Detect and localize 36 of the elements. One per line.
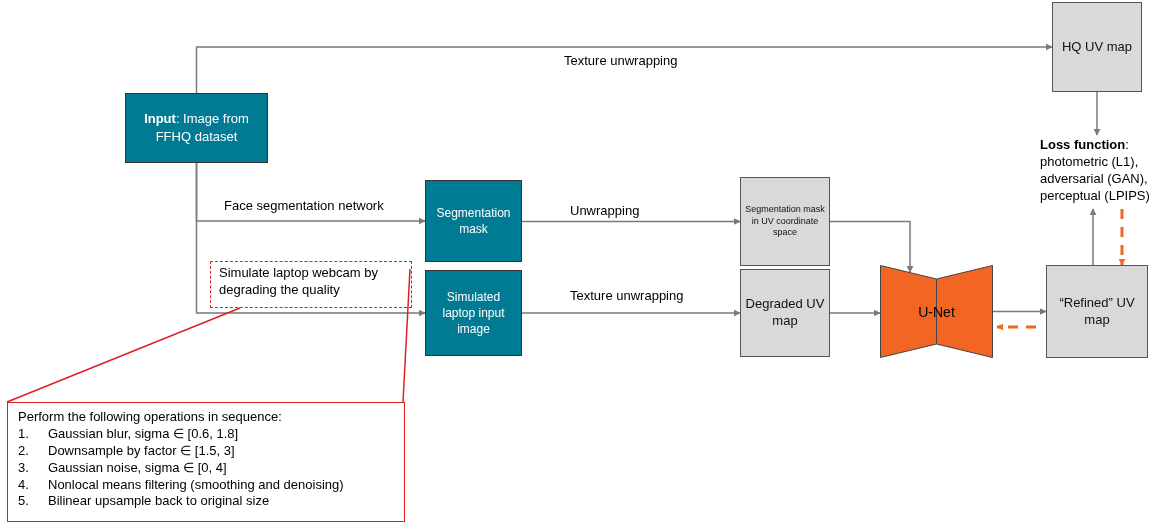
arrow — [1093, 91, 1101, 136]
edge-label: Texture unwrapping — [568, 288, 686, 303]
process-box: Segmentation mask — [425, 180, 522, 262]
process-box: HQ UV map — [1052, 2, 1142, 92]
list-item: 3. Gaussian noise, sigma ∈ [0, 4] — [18, 459, 227, 477]
arrow — [195, 43, 1053, 94]
detail-box — [7, 402, 405, 522]
list-item: 2. Downsample by factor ∈ [1.5, 3] — [18, 442, 235, 460]
annotation-text: Simulate laptop webcam by degrading the quality — [219, 265, 379, 299]
annotation-box — [210, 261, 412, 308]
loss-terms: photometric (L1), adversarial (GAN), perceptual (LPIPS) — [1040, 154, 1151, 205]
edge-label: Unwrapping — [568, 203, 642, 218]
arrow — [829, 309, 881, 317]
arrow — [829, 220, 914, 273]
arrow — [1089, 208, 1097, 266]
loss-heading: Loss function: — [1040, 137, 1129, 155]
list-item: 5. Bilinear upsample back to original size — [18, 493, 270, 511]
process-box: “Refined” UV map — [1046, 265, 1148, 358]
arrow — [996, 323, 1036, 331]
process-box: Input: Image from FFHQ dataset — [125, 93, 268, 163]
network-shape — [880, 265, 993, 358]
arrow — [521, 309, 741, 317]
list-heading: Perform the following operations in sequence: — [18, 409, 282, 426]
list-item: 1. Gaussian blur, sigma ∈ [0.6, 1.8] — [18, 425, 239, 443]
process-box: Segmentation mask in UV coordinate space — [740, 177, 830, 266]
process-box: Degraded UV map — [740, 269, 830, 357]
arrow — [992, 308, 1047, 315]
leader-line — [6, 307, 241, 403]
arrow — [1118, 209, 1126, 266]
arrow — [195, 162, 426, 317]
process-box: Simulated laptop input image — [425, 270, 522, 356]
edge-label: Texture unwrapping — [562, 53, 680, 68]
arrow — [521, 218, 741, 225]
list-item: 4. Nonlocal means filtering (smoothing and denoising) — [18, 476, 344, 494]
leader-line — [402, 268, 411, 403]
edge-label: Face segmentation network — [222, 198, 386, 213]
